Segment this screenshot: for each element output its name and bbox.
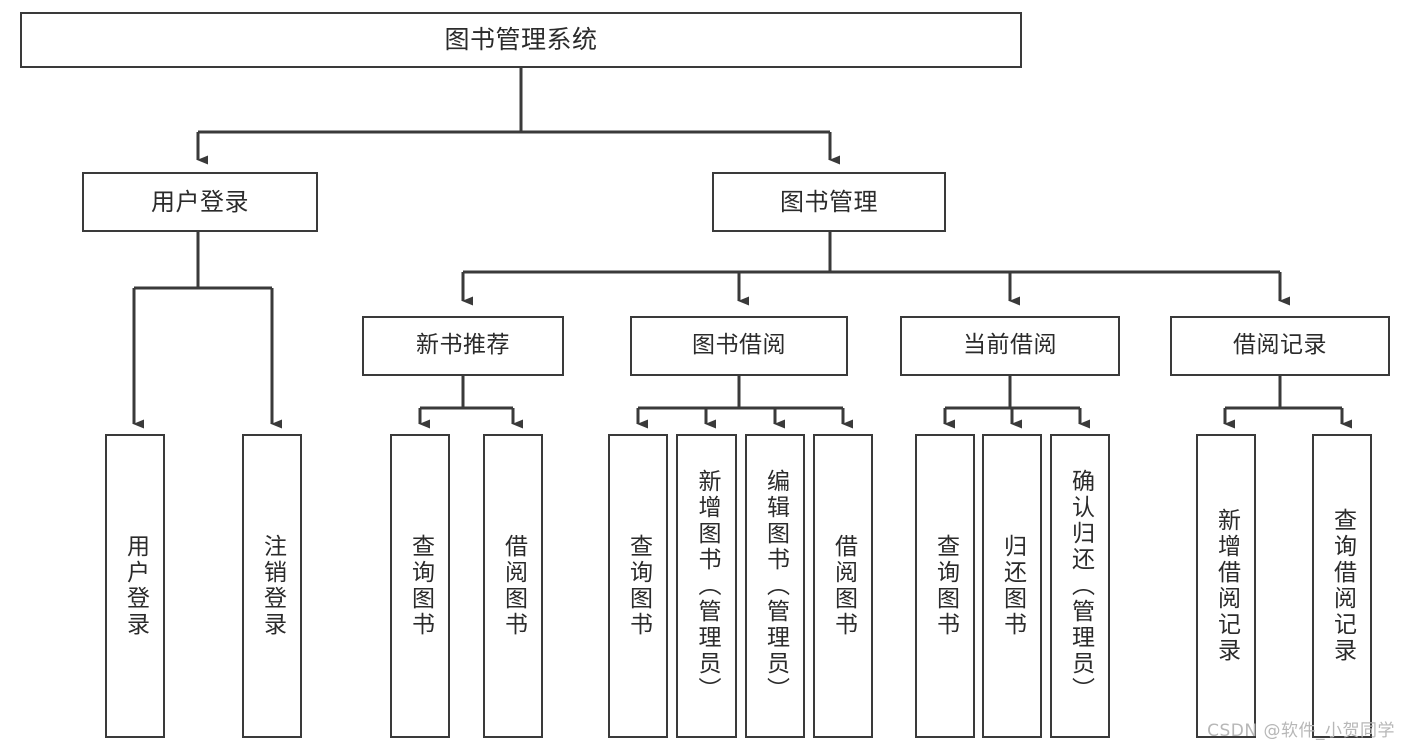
node-label: 图书管理 (780, 187, 878, 216)
leaf-borrow-book-borrow[interactable]: 借阅图书 (813, 434, 873, 738)
leaf-query-book-borrow[interactable]: 查询图书 (608, 434, 668, 738)
leaf-query-book-newbook[interactable]: 查询图书 (390, 434, 450, 738)
leaf-label: 注销登录 (259, 534, 286, 638)
node-label: 新书推荐 (416, 332, 510, 359)
node-root-system[interactable]: 图书管理系统 (20, 12, 1022, 68)
leaf-confirm-return-admin[interactable]: 确认归还（管理员） (1050, 434, 1110, 738)
leaf-label: 确认归还（管理员） (1067, 469, 1094, 703)
leaf-label: 新增借阅记录 (1213, 508, 1240, 664)
leaf-label: 查询图书 (625, 534, 652, 638)
leaf-label: 查询借阅记录 (1329, 508, 1356, 664)
node-book-management[interactable]: 图书管理 (712, 172, 946, 232)
leaf-query-book-current[interactable]: 查询图书 (915, 434, 975, 738)
node-label: 借阅记录 (1233, 332, 1327, 359)
leaf-label: 查询图书 (932, 534, 959, 638)
node-new-book-recommend[interactable]: 新书推荐 (362, 316, 564, 376)
node-label: 用户登录 (151, 187, 249, 216)
node-user-login[interactable]: 用户登录 (82, 172, 318, 232)
leaf-label: 归还图书 (999, 534, 1026, 638)
node-book-borrow[interactable]: 图书借阅 (630, 316, 848, 376)
leaf-user-login[interactable]: 用户登录 (105, 434, 165, 738)
leaf-label: 借阅图书 (500, 534, 527, 638)
leaf-label: 编辑图书（管理员） (762, 469, 789, 703)
leaf-logout-login[interactable]: 注销登录 (242, 434, 302, 738)
leaf-label: 用户登录 (122, 534, 149, 638)
node-borrow-record[interactable]: 借阅记录 (1170, 316, 1390, 376)
leaf-return-book[interactable]: 归还图书 (982, 434, 1042, 738)
node-label: 图书借阅 (692, 332, 786, 359)
node-current-borrow[interactable]: 当前借阅 (900, 316, 1120, 376)
leaf-add-book-admin[interactable]: 新增图书（管理员） (676, 434, 737, 738)
leaf-add-borrow-record[interactable]: 新增借阅记录 (1196, 434, 1256, 738)
leaf-label: 查询图书 (407, 534, 434, 638)
leaf-query-borrow-record[interactable]: 查询借阅记录 (1312, 434, 1372, 738)
leaf-borrow-book-newbook[interactable]: 借阅图书 (483, 434, 543, 738)
node-label: 当前借阅 (963, 332, 1057, 359)
leaf-label: 借阅图书 (830, 534, 857, 638)
leaf-edit-book-admin[interactable]: 编辑图书（管理员） (745, 434, 805, 738)
leaf-label: 新增图书（管理员） (694, 469, 720, 703)
node-label: 图书管理系统 (444, 25, 598, 54)
